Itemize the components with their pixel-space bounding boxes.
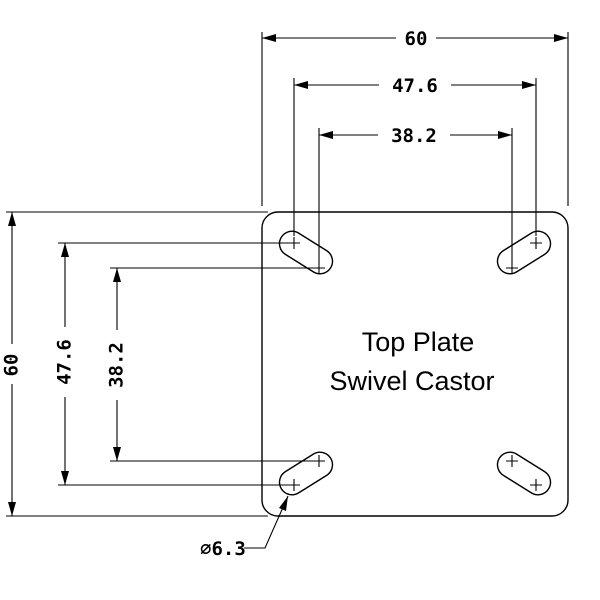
outer-vertical-spacing-value: 47.6	[54, 339, 76, 385]
plate-label-line2: Swivel Castor	[329, 366, 494, 396]
plate-height-value: 60	[1, 354, 23, 377]
hole-diameter-callout: ⌀6.3	[200, 495, 289, 560]
outer-horizontal-spacing-value: 47.6	[392, 75, 438, 97]
inner-horizontal-spacing-value: 38.2	[391, 125, 437, 147]
top-plate-outline	[261, 211, 569, 517]
dimension-outer-hole-spacing-vertical: 47.6	[54, 242, 288, 486]
inner-vertical-spacing-value: 38.2	[106, 342, 128, 388]
dimension-plate-height: 60	[1, 211, 268, 517]
plate-label-line1: Top Plate	[362, 327, 475, 357]
dimension-inner-hole-spacing-horizontal: 38.2	[318, 125, 513, 262]
mounting-slot-bottom-left	[278, 451, 334, 496]
dimension-plate-width: 60	[261, 28, 569, 206]
mounting-slot-top-right	[496, 230, 552, 275]
dimension-outer-hole-spacing-horizontal: 47.6	[293, 75, 537, 236]
mounting-slot-top-left	[278, 230, 334, 275]
hole-diameter-value: ⌀6.3	[200, 538, 246, 560]
mounting-slot-bottom-right	[496, 451, 552, 496]
dimension-inner-hole-spacing-vertical: 38.2	[106, 267, 313, 462]
plate-width-value: 60	[405, 28, 428, 50]
